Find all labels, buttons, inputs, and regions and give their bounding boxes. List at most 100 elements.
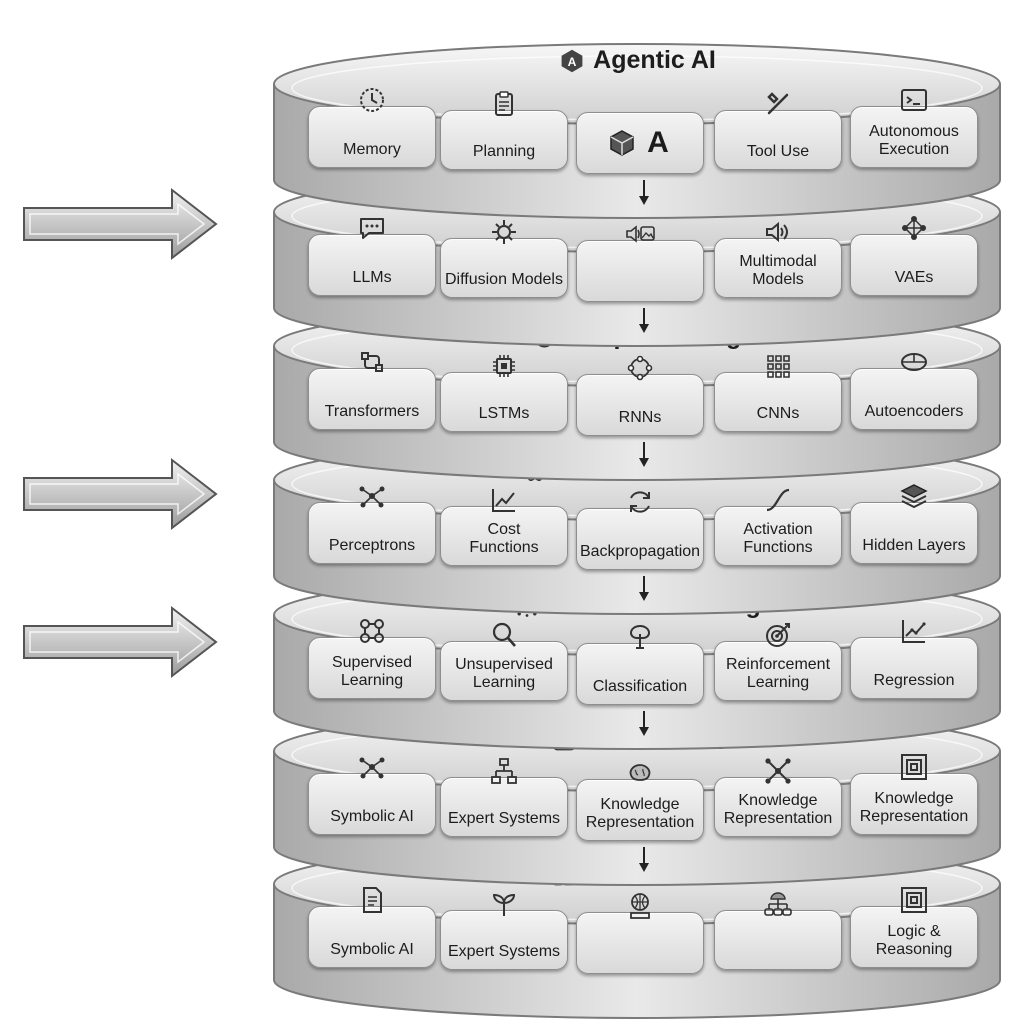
clock-brain-icon (357, 85, 387, 115)
down-arrow-connector (639, 442, 649, 467)
linked-nodes-icon (357, 616, 387, 646)
layer-card: Hidden Layers (850, 484, 978, 564)
layer-0: A Agentic AI Memory Planning A Tool Use Autono… (270, 40, 1005, 220)
layer-card: Knowledge Representation (850, 754, 978, 835)
down-arrow-connector (639, 180, 649, 205)
speaker-icon (763, 217, 793, 247)
globe-podium-icon (625, 891, 655, 921)
card-label: Supervised Learning (331, 654, 413, 689)
card-label: Perceptrons (328, 537, 416, 554)
sprout-icon (489, 889, 519, 919)
card-label: LLMs (352, 269, 392, 286)
card-label: Reinforcement Learning (725, 656, 831, 691)
target-icon (763, 620, 793, 650)
card-label: Knowledge Representation (585, 796, 695, 831)
down-arrow-connector (639, 576, 649, 601)
layer-card: Supervised Learning (308, 619, 436, 699)
layer-card: Autoencoders (850, 353, 978, 430)
card-label: Expert Systems (447, 943, 561, 960)
card-label: Tool Use (746, 143, 810, 160)
sparkle-gear-icon (489, 217, 519, 247)
card-label: RNNs (618, 409, 662, 426)
left-arrow-2 (23, 457, 218, 531)
layer-card (714, 892, 842, 970)
card-label: Knowledge Representation (859, 790, 969, 825)
card-label: Backpropagation (579, 543, 701, 560)
cross-nodes-icon (763, 756, 793, 786)
letter-a-badge-icon: A (559, 48, 585, 74)
speaker-image-icon (625, 219, 655, 249)
layers-icon (899, 481, 929, 511)
tree-icon (625, 622, 655, 652)
terminal-icon (899, 85, 929, 115)
left-arrow-3 (23, 605, 218, 679)
layer-card: Transformers (308, 352, 436, 430)
layer-card: Autonomous Execution (850, 89, 978, 168)
cube-icon (607, 128, 637, 158)
layer-card: Symbolic AI (308, 887, 436, 968)
layer-card: LLMs (308, 218, 436, 296)
magnifier-icon (489, 620, 519, 650)
layer-card: VAEs (850, 216, 978, 296)
refresh-icon (625, 487, 655, 517)
ring-nodes-icon (625, 353, 655, 383)
layer-card: Activation Functions (714, 488, 842, 566)
card-label: Activation Functions (743, 521, 813, 556)
layer-card: Multimodal Models (714, 221, 842, 298)
maze-icon (899, 752, 929, 782)
decision-tree-icon (763, 889, 793, 919)
card-label: Autonomous Execution (869, 123, 959, 158)
card-label: Symbolic AI (330, 808, 414, 825)
grid-icon (763, 351, 793, 381)
chat-bubble-icon (357, 213, 387, 243)
layer-card: Perceptrons (308, 486, 436, 564)
line-chart-icon (489, 485, 519, 515)
card-label: Hidden Layers (862, 537, 966, 554)
layer-card: Reinforcement Learning (714, 623, 842, 701)
card-label: Diffusion Models (445, 271, 563, 288)
ai-layer-stack: A Agentic AI Memory Planning A Tool Use Autono… (270, 40, 1010, 1025)
clipboard-icon (489, 89, 519, 119)
card-label: Knowledge Representation (723, 792, 833, 827)
card-label: Planning (472, 143, 536, 160)
layer-card: Cost Functions (440, 489, 568, 566)
wrench-screwdriver-icon (763, 89, 793, 119)
left-arrow-1 (23, 187, 218, 261)
card-label: Transformers (324, 403, 420, 420)
layer-card: Expert Systems (440, 893, 568, 970)
node-graph-icon (357, 752, 387, 782)
layer-title-text: Agentic AI (593, 46, 716, 74)
layer-title: A Agentic AI (270, 46, 1005, 75)
card-label: LSTMs (478, 405, 530, 422)
maze-icon (899, 885, 929, 915)
layer-card: Tool Use (714, 92, 842, 170)
layer-card: Expert Systems (440, 758, 568, 837)
chip-icon (489, 351, 519, 381)
layer-card: Planning (440, 91, 568, 170)
layer-card (576, 893, 704, 974)
layer-card: CNNs (714, 355, 842, 432)
card-label: Regression (873, 672, 955, 689)
layer-card: RNNs (576, 355, 704, 436)
layer-card: Unsupervised Learning (440, 622, 568, 701)
card-label: CNNs (756, 405, 800, 422)
card-label: Classification (592, 678, 688, 695)
card-label: Unsupervised Learning (455, 656, 553, 691)
down-arrow-connector (639, 308, 649, 333)
document-icon (357, 885, 387, 915)
card-label: Logic & Reasoning (875, 923, 953, 958)
layer-card: Classification (576, 624, 704, 705)
layer-card: LSTMs (440, 355, 568, 432)
down-arrow-connector (639, 847, 649, 872)
layer-card: Regression (850, 620, 978, 699)
network-icon (899, 213, 929, 243)
disc-icon (899, 347, 929, 377)
layer-card: Diffusion Models (440, 220, 568, 298)
card-label: Memory (343, 141, 401, 158)
card-label: VAEs (894, 269, 934, 286)
layer-card (576, 225, 704, 302)
layer-card: A (576, 112, 704, 174)
card-label: Cost Functions (469, 521, 539, 556)
layer-card: Backpropagation (576, 491, 704, 570)
layer-card: Symbolic AI (308, 757, 436, 835)
